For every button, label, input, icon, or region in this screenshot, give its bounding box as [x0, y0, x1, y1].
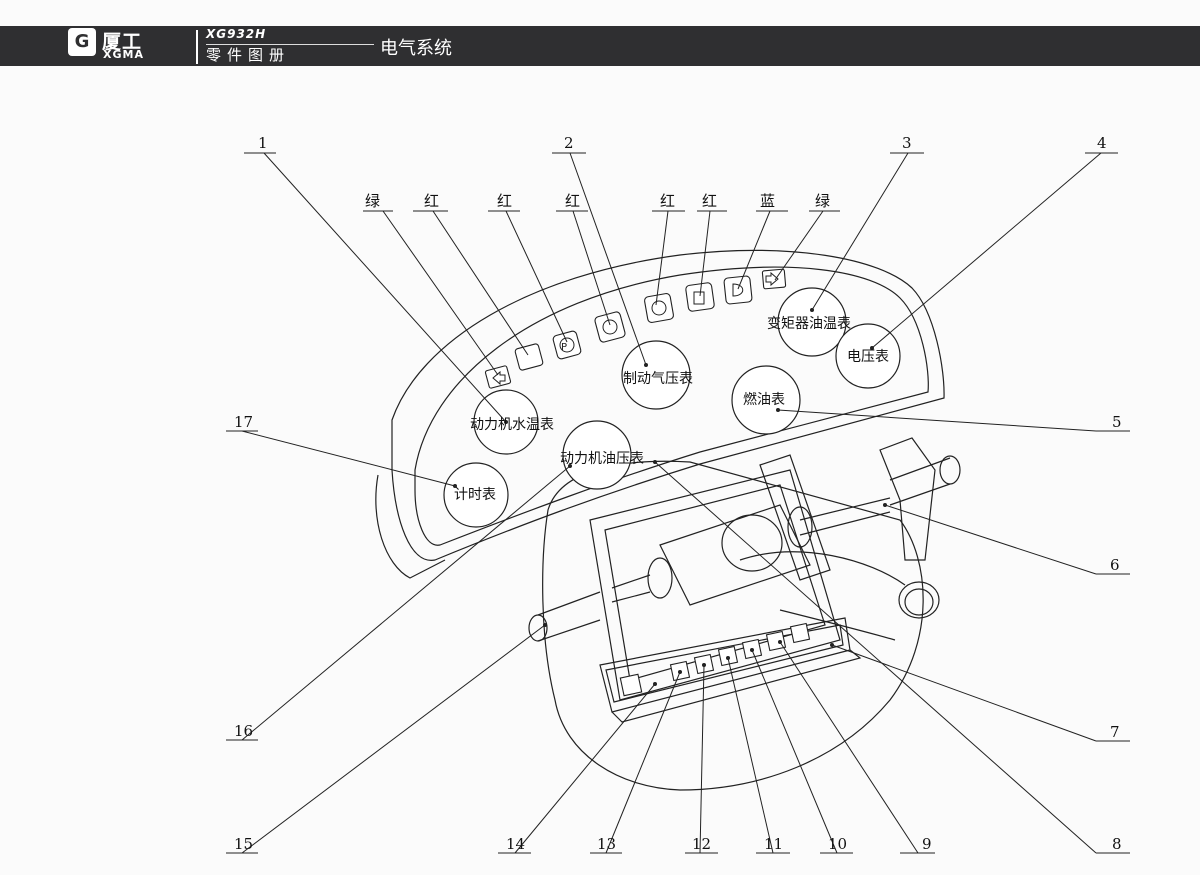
right-nut: [787, 506, 813, 548]
column-plate: [542, 460, 924, 791]
indicator-color-label: 红: [497, 192, 513, 210]
left-shaft: [537, 591, 601, 642]
actuator-cap: [721, 514, 783, 572]
parking-brake-indicator: [552, 330, 582, 360]
fuel-indicator: [685, 282, 715, 312]
switch-key: [789, 622, 811, 644]
indicator-color-label: 红: [565, 192, 581, 210]
water-temp-gauge-label: 动力机水温表: [470, 417, 554, 433]
brake-indicator: [594, 311, 626, 343]
callout-number: 6: [1110, 556, 1120, 574]
callout-number: 9: [922, 835, 932, 853]
callout-number: 4: [1097, 134, 1107, 152]
callout-number: 16: [234, 722, 254, 740]
header-separator: [196, 30, 198, 64]
callout-number: 10: [828, 835, 848, 853]
knob-inner: [904, 588, 934, 616]
callout-number: 17: [234, 413, 254, 431]
right-shaft: [889, 457, 951, 506]
indicator-color-label: 红: [702, 192, 718, 210]
logo-letter: G: [74, 31, 90, 52]
cluster-lip: [375, 474, 446, 579]
indicator-color-label: 红: [424, 192, 440, 210]
callout-number: 8: [1112, 835, 1122, 853]
section-title: 电气系统: [380, 38, 452, 59]
hour-meter-dial: [443, 462, 509, 528]
header-rule: [206, 44, 374, 45]
callout-number: 1: [258, 134, 268, 152]
right-bracket: [879, 437, 936, 561]
callout-number: 3: [902, 134, 912, 152]
battery-indicator: [514, 343, 544, 371]
callout-number: 5: [1112, 413, 1122, 431]
oil-indicator: [644, 293, 674, 323]
fuel-gauge-dial: [731, 365, 801, 435]
actuator-body: [659, 504, 811, 606]
knob: [898, 581, 940, 619]
converter-temp-gauge-label: 变矩器油温表: [767, 316, 851, 332]
brake-pressure-dial: [621, 340, 691, 410]
brake-pressure-gauge-label: 制动气压表: [623, 371, 693, 387]
actuator-rod: [611, 574, 651, 603]
callout-number: 15: [234, 835, 254, 853]
right-turn-indicator: [761, 268, 787, 290]
headlight-indicator: [723, 275, 753, 305]
model-number: XG932H: [206, 27, 267, 41]
voltmeter-dial: [835, 323, 901, 389]
indicator-color-label: 绿: [815, 192, 831, 210]
callout-number: 11: [764, 835, 784, 853]
cluster-housing-outer: [391, 249, 945, 561]
brand-name-cn: 厦工: [102, 31, 143, 53]
brand-name-en: XGMA: [103, 48, 144, 61]
switch-box-outer: [589, 469, 841, 701]
callout-number: 2: [564, 134, 574, 152]
indicator-color-label: 绿: [365, 192, 381, 210]
oil-pressure-dial: [562, 420, 632, 490]
switch-key: [765, 630, 787, 652]
switch-panel-inner: [605, 624, 844, 703]
hour-meter-label: 计时表: [454, 487, 496, 503]
callout-number: 7: [1110, 723, 1120, 741]
converter-temp-dial: [777, 287, 847, 357]
cluster-housing-inner: [414, 266, 929, 546]
header-bar: [0, 26, 1200, 66]
callout-number: 14: [506, 835, 526, 853]
voltmeter-label: 电压表: [847, 349, 889, 365]
fuel-gauge-label: 燃油表: [743, 392, 785, 408]
main-shaft: [799, 497, 891, 536]
parking-p-glyph: P: [561, 342, 567, 353]
indicator-color-label: 红: [660, 192, 676, 210]
oil-pressure-gauge-label: 动力机油压表: [560, 451, 644, 467]
left-nut: [647, 557, 673, 599]
xgma-logo: G: [68, 28, 96, 56]
indicator-color-label: 蓝: [760, 192, 776, 210]
column-plate-inner: [739, 551, 906, 586]
switch-box-inner: [604, 484, 826, 681]
callout-number: 13: [597, 835, 617, 853]
left-turn-indicator: [484, 365, 512, 389]
switch-box-top: [759, 454, 831, 581]
catalog-title: 零件图册: [206, 46, 291, 64]
callout-number: 12: [692, 835, 712, 853]
switch-panel-base: [611, 649, 862, 723]
switch-key: [619, 673, 643, 697]
